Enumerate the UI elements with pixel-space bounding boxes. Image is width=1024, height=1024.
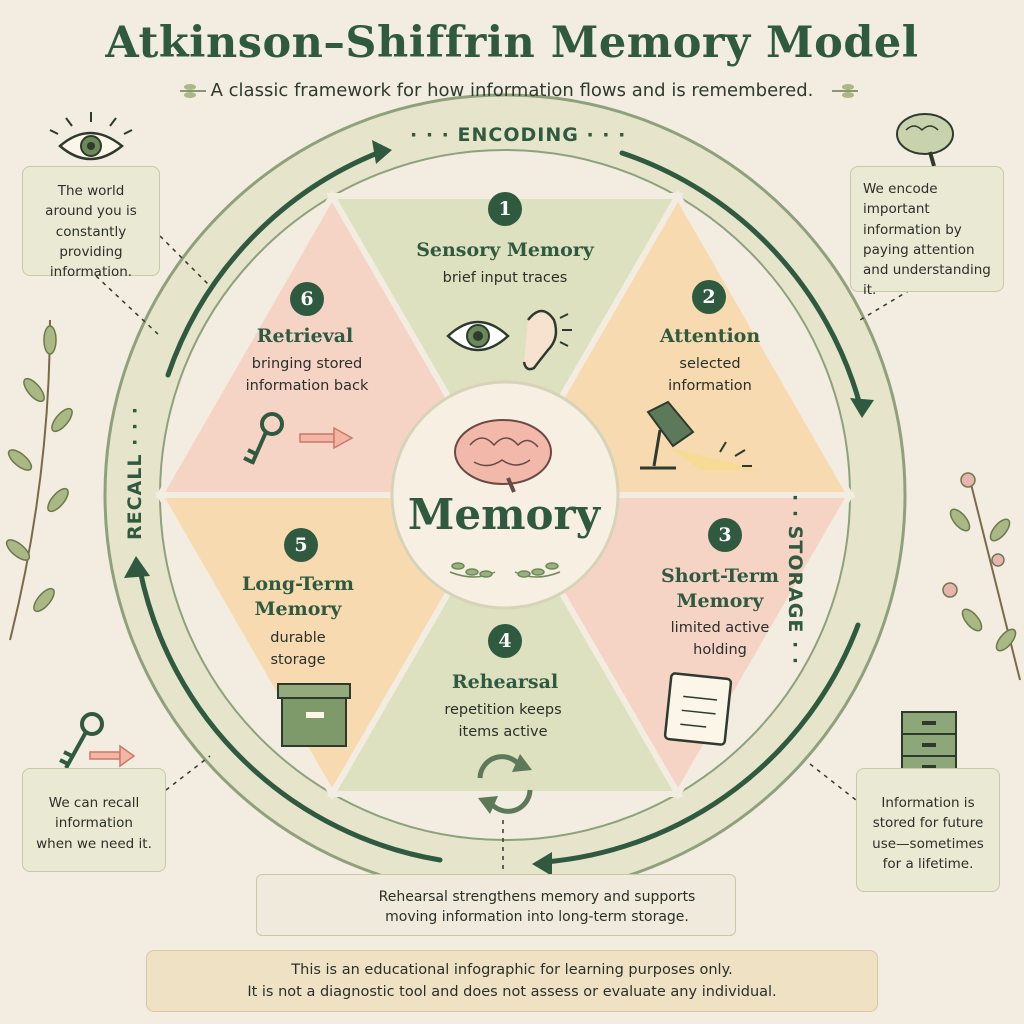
laurel-icon — [449, 562, 561, 578]
right-foliage-icon — [942, 472, 1021, 681]
segment-3-title: Short-Term Memory — [661, 565, 779, 612]
ring-label-recall: RECALL · · · — [124, 406, 146, 540]
segment-6-desc: bringing stored information back — [245, 356, 369, 394]
page-title: Atkinson–Shiffrin Memory Model — [105, 18, 919, 68]
ring-label-encoding-text: ENCODING — [457, 124, 579, 146]
note-bottom-left: We can recall information when we need i… — [22, 768, 166, 872]
center-medallion — [390, 380, 620, 610]
note-connectors — [95, 235, 911, 872]
note-bottom-right: Information is stored for future use—som… — [856, 768, 1000, 892]
segment-6-title: Retrieval — [256, 325, 354, 347]
arrow-illustration-icon — [89, 744, 136, 768]
note-top-left: The world around you is constantly provi… — [22, 166, 160, 280]
segment-6-number: 6 — [290, 282, 324, 316]
disclaimer-line-1: This is an educational infographic for l… — [291, 962, 733, 978]
ring-label-encoding: · · · ENCODING · · · — [410, 124, 627, 146]
segment-1-desc: brief input traces — [442, 270, 568, 286]
leaf-right-icon — [832, 84, 858, 98]
ear-icon — [522, 309, 572, 371]
segment-1-title: Sensory Memory — [416, 239, 594, 261]
eye-illustration-icon — [49, 112, 133, 161]
key-icon — [243, 412, 284, 465]
segment-1-number: 1 — [488, 192, 522, 226]
arrow-recall-to-encoding — [165, 149, 383, 378]
eye-icon — [446, 320, 510, 352]
segment-4-number: 4 — [488, 624, 522, 658]
page-subtitle: A classic framework for how information … — [210, 80, 814, 101]
note-top-right: We encode important information by payin… — [850, 166, 1004, 298]
lamp-icon — [640, 400, 760, 470]
disclaimer-box: This is an educational infographic for l… — [146, 950, 878, 1012]
leaf-left-icon — [180, 84, 206, 98]
rehearsal-banner-text: Rehearsal strengthens memory and support… — [378, 889, 696, 926]
segment-4-title: Rehearsal — [451, 671, 559, 693]
segment-4-desc: repetition keeps items active — [444, 702, 562, 740]
disclaimer-line-2: It is not a diagnostic tool and does not… — [247, 983, 777, 1000]
box-icon — [277, 683, 351, 747]
segment-2-desc: selected information — [668, 356, 752, 394]
arrow-storage-to-bottom — [542, 622, 861, 865]
segment-3-desc: limited active holding — [670, 620, 770, 658]
arrow-heads — [124, 140, 874, 876]
brain-illustration-icon — [896, 113, 954, 167]
ring-label-recall-text: RECALL — [124, 453, 146, 540]
arrow-encoding-to-storage — [619, 150, 863, 408]
cycle-arrows — [137, 149, 863, 865]
center-label: Memory — [407, 490, 601, 539]
arrow-right-icon — [299, 426, 354, 450]
key-illustration-icon — [59, 712, 104, 769]
cycle-arrows-icon — [477, 754, 533, 814]
segment-5-title: Long-Term Memory — [241, 573, 355, 620]
left-foliage-icon — [5, 319, 73, 641]
brain-icon — [454, 419, 552, 493]
notepad-icon — [663, 672, 733, 746]
segment-3-number: 3 — [708, 518, 742, 552]
segment-5-number: 5 — [284, 528, 318, 562]
segment-2-number: 2 — [692, 280, 726, 314]
segment-2-title: Attention — [659, 325, 761, 347]
segment-5-desc: durable storage — [270, 630, 326, 668]
rehearsal-banner: Rehearsal strengthens memory and support… — [256, 874, 736, 936]
arrow-bottom-to-recall — [137, 567, 443, 863]
